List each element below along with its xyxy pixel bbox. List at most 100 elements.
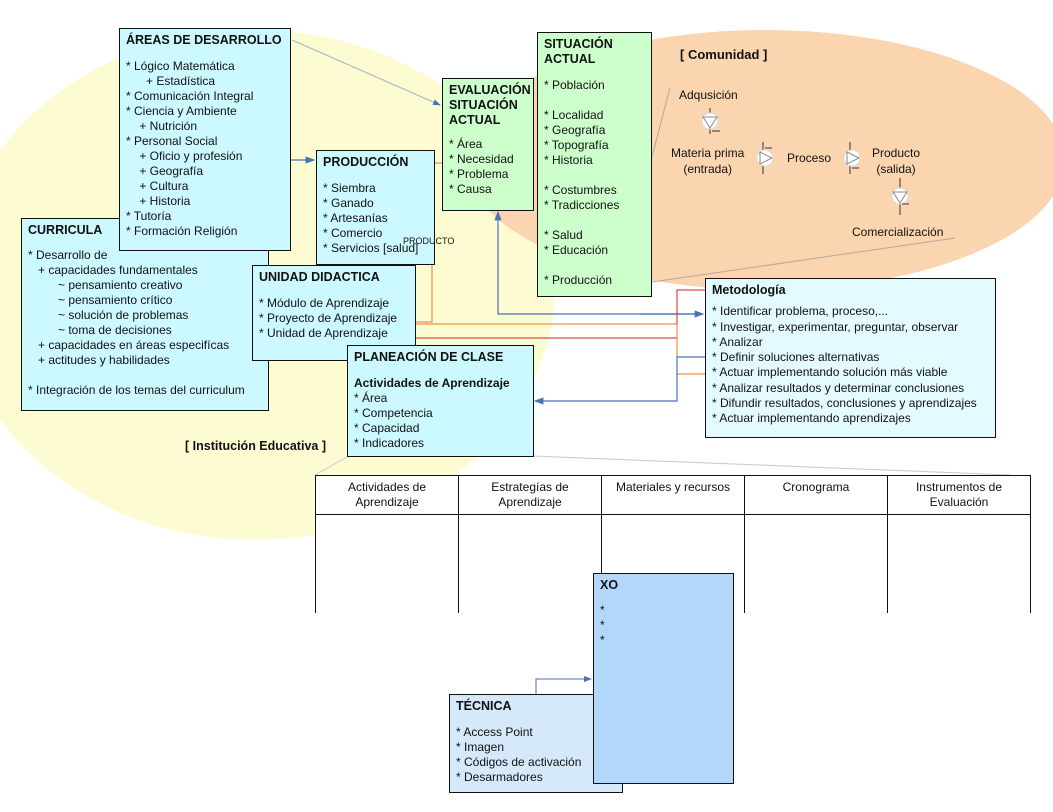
evaluacion-item: * Área	[449, 137, 483, 151]
metodologia-item: * Actuar implementando solución más viab…	[712, 365, 948, 380]
class-plan-table: Actividades de Aprendizaje Estrategías d…	[315, 475, 1031, 613]
planeacion-title: PLANEACIÓN DE CLASE	[354, 350, 504, 364]
curricula-item: ~ toma de decisiones	[28, 323, 172, 337]
unidad-item: * Unidad de Aprendizaje	[259, 326, 388, 340]
connector-metodologia-planeacion	[533, 356, 705, 405]
process-valve-icons	[701, 108, 909, 215]
planeacion-item: * Indicadores	[354, 436, 425, 450]
table-cell	[744, 514, 888, 613]
areas-title: ÁREAS DE DESARROLLO	[126, 33, 282, 47]
curricula-item: + capacidades en áreas especifícas	[28, 338, 230, 352]
xo-item: *	[600, 618, 605, 632]
valve-icon	[756, 142, 774, 174]
connector-unidad-metodologia	[408, 289, 705, 339]
table-cell	[315, 514, 459, 613]
areas-box: ÁREAS DE DESARROLLO * Lógico Matemática …	[119, 28, 291, 251]
table-cell	[458, 514, 602, 613]
produccion-item: * Comercio	[323, 226, 383, 240]
table-header: Materiales y recursos	[601, 475, 745, 515]
situacion-item: * Tradicciones	[544, 198, 620, 212]
situacion-actual-box: SITUACIÓN ACTUAL * Población * Localidad…	[537, 32, 652, 297]
xo-title: XO	[600, 578, 619, 592]
metodologia-box: Metodología * Identificar problema, proc…	[705, 278, 996, 438]
tecnica-item: * Imagen	[456, 740, 505, 754]
areas-item: + Estadística	[126, 74, 216, 88]
areas-item: + Geografía	[126, 164, 204, 178]
planeacion-subtitle: Actividades de Aprendizaje	[354, 376, 510, 390]
tecnica-title: TÉCNICA	[456, 699, 512, 713]
situacion-item: * Localidad	[544, 108, 604, 122]
tecnica-item: * Códigos de activación	[456, 755, 582, 769]
planeacion-item: * Área	[354, 391, 388, 405]
connector-orange-actuar	[676, 324, 705, 375]
table-header: Cronograma	[744, 475, 888, 515]
produccion-title: PRODUCCIÓN	[323, 155, 409, 169]
areas-item: * Comunicación Integral	[126, 89, 254, 103]
situacion-title: SITUACIÓN ACTUAL	[544, 37, 613, 66]
process-producto: Producto (salida)	[872, 146, 921, 176]
situacion-item: * Producción	[544, 273, 613, 287]
curricula-item: * Integración de los temas del curriculu…	[28, 383, 245, 397]
produccion-item: * Siembra	[323, 181, 376, 195]
tecnica-item: * Access Point	[456, 725, 533, 739]
process-adquisicion: Adqusición	[679, 88, 738, 102]
produccion-item: * Ganado	[323, 196, 374, 210]
areas-item: + Cultura	[126, 179, 189, 193]
situacion-item: * Historia	[544, 153, 593, 167]
table-header-row: Actividades de Aprendizaje Estrategías d…	[315, 475, 1031, 515]
table-cell	[887, 514, 1031, 613]
metodologia-item: * Analizar	[712, 334, 763, 349]
evaluacion-title: EVALUACIÓN SITUACIÓN ACTUAL	[449, 83, 531, 127]
areas-item: * Formación Religión	[126, 224, 238, 238]
situacion-item: * Población	[544, 78, 605, 92]
areas-item: * Personal Social	[126, 134, 218, 148]
process-materia-prima: Materia prima (entrada)	[671, 146, 745, 176]
produccion-item: * Artesanías	[323, 211, 388, 225]
institution-label: [ Institución Educativa ]	[185, 439, 326, 453]
areas-item: + Oficio y profesión	[126, 149, 243, 163]
curricula-item: ~ solución de problemas	[28, 308, 189, 322]
planeacion-item: * Competencia	[354, 406, 433, 420]
valve-icon	[701, 108, 720, 134]
process-proceso: Proceso	[787, 151, 832, 165]
valve-icon	[843, 142, 861, 174]
producto-label: PRODUCTO	[403, 236, 455, 246]
situacion-item: * Geografía	[544, 123, 606, 137]
metodologia-item: * Actuar implementando aprendizajes	[712, 411, 911, 426]
situacion-item: * Salud	[544, 228, 583, 242]
areas-item: + Nutrición	[126, 119, 198, 133]
valve-icon	[891, 178, 909, 215]
xo-item: *	[600, 633, 605, 647]
table-header: Actividades de Aprendizaje	[315, 475, 459, 515]
curricula-item: ~ pensamiento creativo	[28, 278, 183, 292]
situacion-item: * Topografía	[544, 138, 609, 152]
unidad-item: * Módulo de Aprendizaje	[259, 296, 390, 310]
metodologia-item: * Definir soluciones alternativas	[712, 350, 880, 365]
curricula-item: * Desarrollo de	[28, 248, 108, 262]
process-comercializacion: Comercialización	[852, 225, 944, 239]
metodologia-title: Metodología	[712, 283, 786, 297]
xo-item: *	[600, 603, 605, 617]
evaluacion-item: * Necesidad	[449, 152, 514, 166]
areas-item: * Lógico Matemática	[126, 59, 235, 73]
connector-planeacion-table	[314, 455, 1011, 476]
produccion-box: PRODUCCIÓN * Siembra * Ganado * Artesaní…	[316, 150, 435, 265]
metodologia-item: * Investigar, experimentar, preguntar, o…	[712, 319, 959, 334]
unidad-item: * Proyecto de Aprendizaje	[259, 311, 398, 325]
areas-item: * Ciencia y Ambiente	[126, 104, 237, 118]
curricula-item: + actitudes y habilidades	[28, 353, 170, 367]
planeacion-box: PLANEACIÓN DE CLASE Actividades de Apren…	[347, 345, 534, 457]
evaluacion-item: * Causa	[449, 182, 492, 196]
evaluacion-box: EVALUACIÓN SITUACIÓN ACTUAL * Área * Nec…	[442, 78, 534, 211]
xo-box: XO * * *	[593, 573, 734, 784]
situacion-item: * Educación	[544, 243, 609, 257]
metodologia-item: * Difundir resultados, conclusiones y ap…	[712, 396, 977, 411]
curricula-title: CURRICULA	[28, 223, 103, 237]
metodologia-item: * Analizar resultados y determinar concl…	[712, 380, 965, 395]
areas-item: + Historia	[126, 194, 191, 208]
connector-tecnica-xo	[535, 676, 592, 694]
community-label: [ Comunidad ]	[680, 47, 768, 62]
curricula-item: + capacidades fundamentales	[28, 263, 198, 277]
produccion-item: * Servicios [salud]	[323, 241, 419, 255]
